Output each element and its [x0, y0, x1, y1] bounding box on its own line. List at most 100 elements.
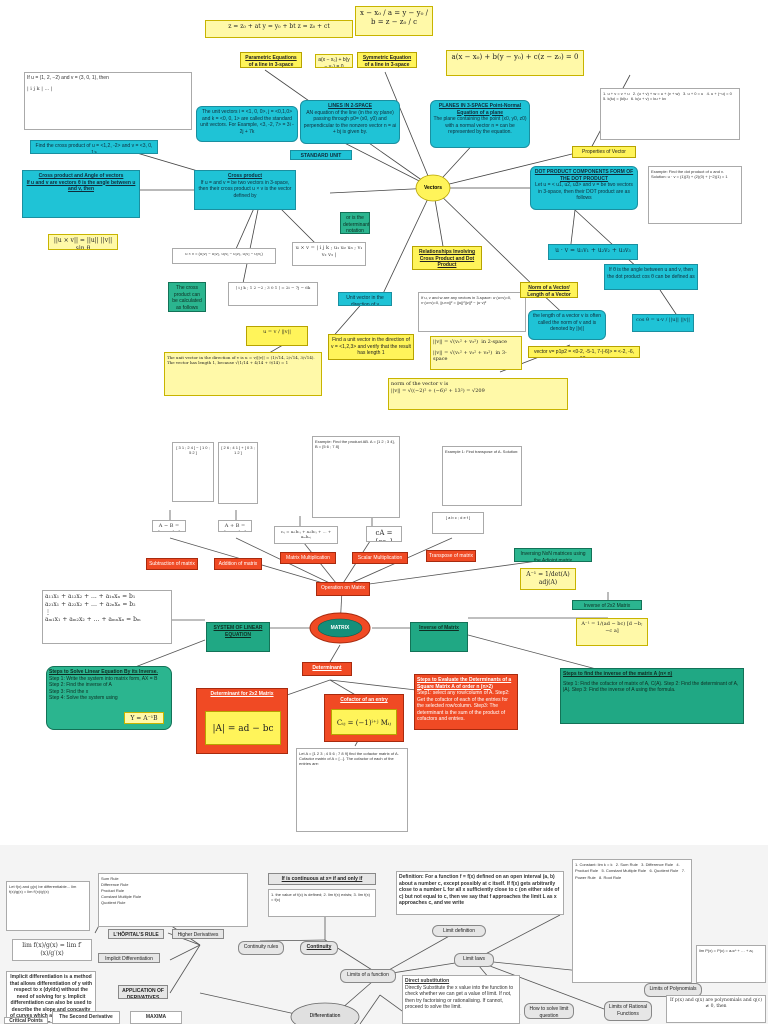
relationship-card: Relationships Involving Cross Product an…: [412, 246, 482, 270]
line-2space-equation: a(x − x₀) + b(y − y₀) = 0: [315, 54, 353, 68]
norm-3space-label: in 3-space: [433, 349, 507, 363]
multiplication-example: Example: Find the product AB. A = [1 2 ;…: [312, 436, 400, 518]
steps-solve-card: Steps to Solve Linear Equation By its In…: [46, 666, 172, 730]
differentiation-node[interactable]: Differentiation: [309, 1013, 341, 1019]
cofactor-example-card: Let A = [1 2 3 ; 4 5 6 ; 7 8 9] find the…: [296, 748, 408, 832]
scalar-label: Scalar Multiplication: [352, 552, 408, 564]
lines-2space-card: LINES IN 2-SPACE AN equation of the line…: [300, 100, 400, 144]
difference-rule: Difference Rule: [101, 882, 129, 887]
norm-example-card: norm of the vector v is ||v|| = √((−2)² …: [388, 378, 568, 410]
det-formula: |A| = ad − bc: [205, 711, 281, 745]
addition-example: [ 2 6 ; 4 1 ] + [ 0 3 ; 1 2 ]: [218, 442, 258, 504]
parametric-label: Parametric Equations of a line in 3-spac…: [240, 52, 302, 68]
find-cross-product-card: Find the cross product of u = <1,2, -2> …: [30, 140, 158, 154]
dot-components-title: DOT PRODUCT COMPONENTS FORM OF THE DOT P…: [534, 169, 634, 182]
norm-label: Norm of a Vector/ Length of a Vector: [520, 282, 578, 298]
transpose-label: Transpose of matrix: [426, 550, 476, 562]
unit-vector-formula: u = v / ||v||: [246, 326, 308, 346]
product-rule: Product Rule: [101, 888, 125, 893]
limit-laws-card: 1. Constant: lim k = k 2. Sum Rule 3. Di…: [572, 859, 692, 983]
continuous-label: If is continuous at x= if and only if: [268, 873, 376, 885]
det-2x2-title: Determinant for 2x2 Matrix: [210, 691, 274, 697]
inverse-adjoint-card: Inversing NxN matrices using the Adjoint…: [514, 548, 592, 562]
dot-example-card: Example: Find the dot product of u and v…: [648, 166, 742, 224]
find-unit-vector-card: Find a unit vector in the direction of v…: [328, 334, 414, 360]
inverse-2x2-label: Inverse of 2x2 Matrix: [572, 600, 642, 610]
cos-theta-card: cos θ = u·v / ||u|| ||v||: [632, 314, 694, 332]
subtraction-label: Subtraction of matrix: [146, 558, 198, 570]
transpose-example: Example 1: Find transpose of A. Solution…: [442, 446, 522, 506]
dot-components-text: Let u = < u1, u2, u3> and v = be two vec…: [535, 182, 633, 201]
angle-card: If θ is the angle between u and v, then …: [604, 264, 698, 290]
vector-example-card: vector v= p1p2 = <0-2, -5-1, 7-(-6)> = <…: [528, 346, 640, 358]
dot-formula-card: u · v = u₁v₁ + u₂v₂ + u₃v₃: [548, 244, 638, 260]
linear-system-row-2: a₂₁x₁ + a₂₂x₂ + … + a₂ₙxₙ = b₂: [45, 600, 136, 608]
direct-substitution-title: Direct substitution: [405, 978, 450, 984]
multiplication-formula: cᵢⱼ = aᵢ₁b₁ⱼ + aᵢ₂b₂ⱼ + … + aᵢₙbₙⱼ: [274, 526, 338, 544]
steps-solve-2: Step 2: Find the inverse of A: [49, 682, 112, 688]
cofactor-formula: Cᵢⱼ = (−1)ⁱ⁺ʲ Mᵢⱼ: [331, 709, 397, 735]
adjoint-formula-card: A⁻¹ = 1/det(A) adj(A): [520, 568, 576, 590]
constant-multiple-rule: Constant Multiple Rule: [101, 894, 142, 899]
hopital-label: L'HÔPITAL'S RULE: [108, 929, 164, 939]
relationship-formulas: If u, v and w are any vectors in 3-space…: [418, 292, 526, 332]
norm-example-text: norm of the vector v is: [391, 381, 449, 387]
cross-calc-card: | i j k ; 1 2 −2 ; 3 0 1 | = 2i − 7j − 6…: [228, 282, 318, 306]
linear-system-row-3: ⋮: [45, 608, 51, 616]
steps-find-inverse-body: Step 1: Find the cofactor of matrix of A…: [563, 680, 739, 694]
linear-system-card: a₁₁x₁ + a₁₂x₂ + ... + a₁ₙxₙ = b₁ a₂₁x₁ +…: [42, 590, 172, 644]
subtraction-example: [ 3 1 ; 2 4 ] − [ 1 0 ; 5 2 ]: [172, 442, 214, 502]
cofactor-card: Cofactor of an entry Cᵢⱼ = (−1)ⁱ⁺ʲ Mᵢⱼ: [324, 694, 404, 742]
continuity-label: Continuity: [300, 941, 338, 955]
quotient-rule: Quotient Rule: [101, 900, 126, 905]
implicit-diff-label: Implicit Differentiation: [98, 953, 160, 963]
maxima-label: MAXIMA: [130, 1011, 182, 1024]
hopital-formula: lim f(x)/g(x) = lim f′(x)/g′(x): [12, 939, 92, 961]
lines-2space-title: LINES IN 2-SPACE: [328, 103, 372, 109]
cross-product-card: Cross product If u = and v = be two vect…: [194, 170, 296, 210]
norm-3space: ||v|| = √(v₁² + v₂² + v₃²) in 3-space: [433, 349, 507, 363]
lines-2space-text: AN equation of the line (in the xy plane…: [303, 109, 397, 136]
critical-points-label: Critical Points: [4, 1017, 48, 1024]
steps-find-inverse-title: Steps to find the inverse of the matrix …: [563, 671, 673, 677]
steps-solve-4: Step 4: Solve the system using: [49, 695, 118, 701]
solve-formula: Y = A⁻¹B: [124, 712, 164, 724]
linear-system-row-1: a₁₁x₁ + a₁₂x₂ + ... + a₁ₙxₙ = b₁: [45, 593, 136, 600]
addition-formula: A + B = [aᵢⱼ + bᵢⱼ]: [218, 520, 252, 532]
properties-label: Properties of Vector: [572, 146, 636, 158]
unit-vector-direction: Unit vector in the direction of v: [338, 292, 392, 306]
rational-formula: If p(x) and q(x) are polynomials and q(c…: [666, 995, 766, 1023]
steps-solve-title: Steps to Solve Linear Equation By its In…: [49, 669, 158, 675]
cross-formula-card: u × v = (u₂v₃ − u₃v₂, u₃v₁ − u₁v₃, u₁v₂ …: [172, 248, 276, 264]
application-label: APPLICATION OF DERIVATIVES: [118, 985, 168, 999]
norm-text-card: the length of a vector v is often called…: [528, 310, 606, 340]
limit-definition-label: Limit definition: [432, 925, 486, 937]
cross-angle-card: Cross product and Angle of vectors If u …: [22, 170, 140, 218]
matrix-center-node[interactable]: MATRIX: [330, 625, 350, 631]
transpose-formula: [ a b c ; d e f ]: [432, 512, 484, 534]
derivative-rules-card: Sum Rule Difference Rule Product Rule Co…: [98, 873, 248, 927]
how-to-solve-label: How to solve limit question: [524, 1003, 574, 1019]
unit-vectors-card: The unit vectors i = <1, 0, 0>, j = <0,1…: [196, 106, 298, 142]
direct-substitution-text: Directly Substitute the x value into the…: [405, 984, 514, 1011]
matrix-panel: MATRIX [ 3 1 ; 2 4 ] − [ 1 0 ; 5 2 ] [ 2…: [0, 430, 768, 840]
steps-solve-1: Step 1: Write the system into matrix for…: [49, 675, 158, 682]
sum-rule: Sum Rule: [101, 876, 119, 881]
hopital-example: Let f(x) and g(x) be differentiable... l…: [6, 881, 90, 931]
addition-label: Addition of matrix: [214, 558, 262, 570]
cross-product-title: Cross product: [227, 173, 263, 179]
cross-angle-text: If u and v are vectors θ is the angle be…: [26, 179, 136, 193]
norm-2space: ||v|| = √(v₁² + v₂²) in 2-space: [433, 339, 508, 345]
inverse-formula-card: A⁻¹ = 1/(ad − bc) [d −b; −c a]: [576, 618, 648, 646]
polynomials-example: lim P(x) = P(c) = aₙcⁿ + … + a₀: [696, 945, 766, 983]
vectors-center-node[interactable]: Vectors: [423, 185, 443, 191]
planes-3space-text: The plane containing the point (x0, y0, …: [433, 116, 527, 135]
planes-3space-card: PLANES IN 3-SPACE Point-Normal Equation …: [430, 100, 530, 148]
properties-formula-card: 1. u + v = v + u 2. (u + v) + w = u + (v…: [600, 88, 740, 140]
unit-vector-solution: The unit vector in the direction of v is…: [164, 352, 322, 396]
continuity-rules-label: Continuity rules: [238, 941, 284, 955]
evaluate-det-card: Steps to Evaluate the Determinants of a …: [414, 674, 518, 730]
cross-angle-formula: ||u × v|| = ||u|| ||v|| sin θ: [48, 234, 118, 250]
standard-unit-vector-card: STANDARD UNIT VECTOR: [290, 150, 352, 160]
cross-product-text: If u = and v = be two vectors in 3-space…: [198, 179, 292, 199]
